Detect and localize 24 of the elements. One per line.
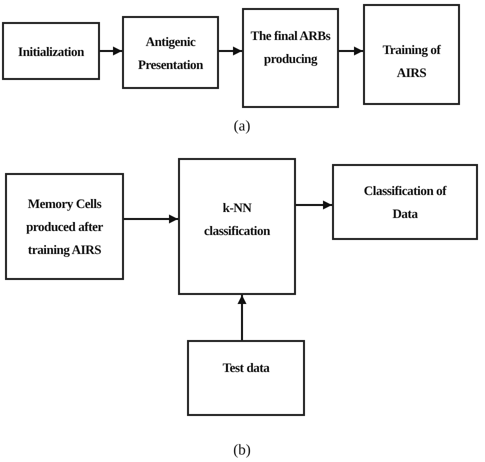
process-box <box>5 173 124 280</box>
arrow <box>296 200 332 210</box>
process-box <box>122 16 219 89</box>
arrow <box>124 214 178 224</box>
process-box <box>242 8 339 108</box>
process-box <box>332 164 478 240</box>
box-label: Training of AIRS <box>382 41 442 82</box>
arrow <box>219 46 242 56</box>
process-box <box>2 22 100 80</box>
box-label: Memory Cells produced after training AIRS <box>25 195 104 259</box>
process-box <box>363 4 460 105</box>
arrow <box>100 46 122 56</box>
box-label: k-NN classification <box>203 199 272 240</box>
arrow <box>339 46 363 56</box>
process-box <box>178 158 296 295</box>
box-label: Test data <box>222 359 270 377</box>
process-box <box>187 340 305 416</box>
subfigure-label: (b) <box>233 444 251 458</box>
box-label: The final ARBs producing <box>250 27 332 68</box>
subfigure-label: (a) <box>234 120 250 134</box>
box-label: Classification of Data <box>362 182 448 223</box>
box-label: Antigenic Presentation <box>136 32 204 74</box>
box-label: Initialization <box>18 42 84 60</box>
arrow <box>238 295 246 340</box>
